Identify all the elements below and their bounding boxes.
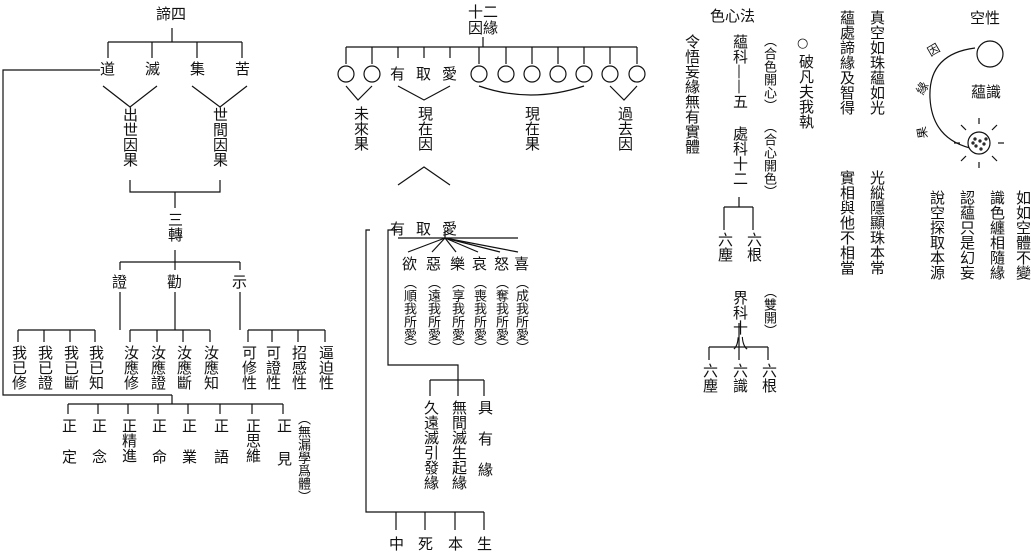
emotion-note: （成我所愛） — [513, 276, 528, 354]
dhatu-part: 六識 — [731, 363, 749, 393]
mind-form-col1: 令悟妄緣無有實體 — [683, 34, 701, 154]
emotion-note: （享我所愛） — [449, 276, 464, 354]
quan-item: 汝應知 — [202, 345, 220, 390]
emotion-note: （喪我所愛） — [471, 276, 486, 354]
eightfold-item: 正語 — [212, 418, 230, 480]
state-si: 死 — [418, 535, 434, 553]
emotion-note: （遠我所愛） — [425, 276, 440, 354]
eightfold-item: 正見 — [275, 418, 293, 484]
you-branch: 無間滅生起緣 — [450, 400, 468, 490]
break-mark: ○ — [797, 36, 809, 51]
emptiness-title: 空性 — [970, 9, 1001, 27]
quan-item: 汝應修 — [122, 345, 140, 390]
dhatu-note: （雙開） — [761, 285, 776, 337]
eightfold-item: 正思維 — [244, 418, 262, 463]
turn-quan: 勸 — [167, 273, 183, 291]
shi-item: 可修性 — [240, 345, 258, 390]
truth-ku: 苦 — [235, 60, 251, 78]
truth-mie: 滅 — [145, 60, 161, 78]
four-truths-title: 諦四 — [156, 5, 187, 23]
present-fruit: 現在果 — [523, 106, 541, 151]
shi-item: 招感性 — [290, 345, 308, 390]
ayatana: 處科十二 — [731, 126, 749, 186]
emotion-note: （奪我所愛） — [493, 276, 508, 354]
truth-dao: 道 — [100, 60, 116, 78]
sub-ai: 愛 — [442, 220, 458, 238]
truth-ji: 集 — [190, 60, 206, 78]
break-view: 破凡夫我執 — [797, 54, 815, 129]
mind-form-title: 色心法 — [710, 7, 756, 25]
state-ben: 本 — [448, 535, 464, 553]
sun-rays — [954, 118, 1004, 168]
eightfold-item: 正命 — [150, 418, 168, 480]
twelve-links-title-bottom: 因緣 — [468, 19, 499, 37]
eightfold-note: （無漏學爲體） — [295, 412, 310, 503]
skandha-note: （合色開心） — [761, 34, 776, 112]
skandha: 蘊科——五 — [731, 34, 749, 109]
verse-line: 真空如珠蘊如光 — [868, 10, 886, 115]
emotion: 怒 — [492, 256, 510, 271]
zheng-item: 我已證 — [36, 345, 54, 390]
sub-qu: 取 — [416, 220, 432, 238]
turn-zheng: 證 — [112, 273, 128, 291]
ayatana-part: 六根 — [745, 232, 763, 262]
link-ai: 愛 — [442, 65, 458, 83]
dhatu: 界科十八 — [731, 290, 749, 350]
quan-item: 汝應斷 — [175, 345, 193, 390]
ayatana-part: 六塵 — [716, 232, 734, 262]
twelve-links-title-top: 十二 — [468, 3, 499, 21]
past-cause: 過去因 — [616, 106, 634, 151]
eightfold-item: 正業 — [180, 418, 198, 480]
turn-shi: 示 — [232, 273, 248, 291]
emotion: 惡 — [424, 256, 442, 271]
sub-you: 有 — [390, 220, 406, 238]
ayatana-note: （合心開色） — [761, 120, 776, 198]
eightfold-item: 正念 — [90, 418, 108, 480]
emotion: 欲 — [400, 256, 418, 271]
shi-item: 逼迫性 — [317, 345, 335, 390]
emotion: 喜 — [512, 256, 530, 271]
emotion-note: （順我所愛） — [401, 276, 416, 354]
quan-item: 汝應證 — [149, 345, 167, 390]
dhatu-part: 六塵 — [701, 363, 719, 393]
link-you: 有 — [390, 65, 406, 83]
link-qu: 取 — [416, 65, 432, 83]
aggregate-label: 蘊識 — [971, 83, 1002, 101]
verse-line: 蘊處諦緣及智得 — [838, 10, 856, 115]
zheng-item: 我已修 — [10, 345, 28, 390]
three-turns: 三轉 — [166, 212, 184, 242]
you-branch: 具有緣 — [476, 400, 494, 493]
worldly-cause: 世間因果 — [211, 107, 229, 167]
verse-line: 光縱隱顯珠本常 — [868, 170, 886, 275]
emptiness-line: 認蘊只是幻妄 — [958, 190, 976, 280]
you-branch: 久遠滅引發緣 — [422, 400, 440, 490]
emotion: 樂 — [448, 256, 466, 271]
zheng-item: 我已知 — [87, 345, 105, 390]
state-sheng: 生 — [477, 535, 493, 553]
zheng-item: 我已斷 — [62, 345, 80, 390]
emotion: 哀 — [470, 256, 488, 271]
verse-line: 實相與他不相當 — [838, 170, 856, 275]
emptiness-line: 說空探取本源 — [928, 190, 946, 280]
eightfold-item: 正精進 — [120, 418, 138, 463]
future-fruit: 未來果 — [352, 106, 370, 151]
emptiness-line: 如如空體不變 — [1014, 190, 1031, 280]
emptiness-line: 識色纏相隨緣 — [988, 190, 1006, 280]
transcendent-cause: 出世因果 — [121, 107, 139, 167]
state-zhong: 中 — [389, 535, 405, 553]
eightfold-item: 正定 — [60, 418, 78, 480]
present-cause: 現在因 — [416, 106, 434, 151]
dhatu-part: 六根 — [760, 363, 778, 393]
shi-item: 可證性 — [264, 345, 282, 390]
